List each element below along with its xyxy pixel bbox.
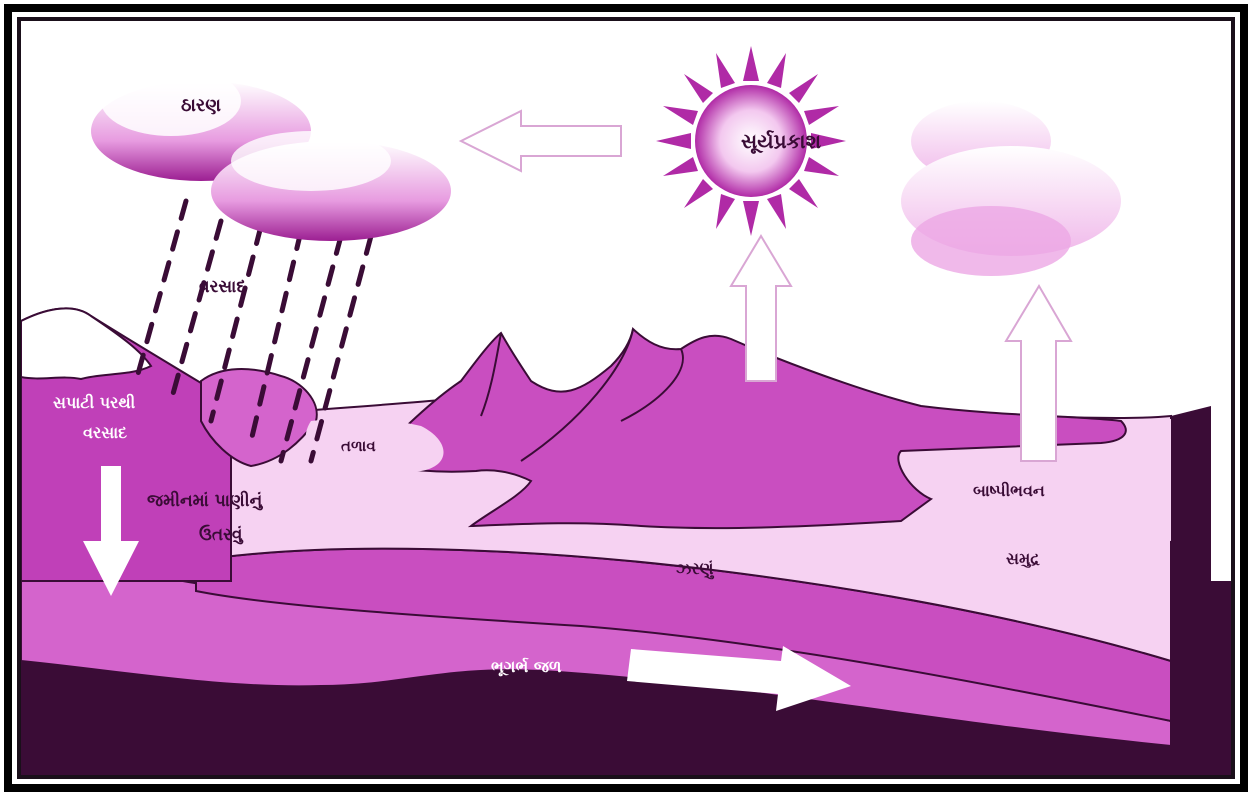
ocean-label: સમુદ્ર	[1006, 549, 1040, 569]
condensation-label: ઠારણ	[181, 95, 221, 116]
infiltration-label-line2: ઉતરવું	[199, 525, 243, 545]
water-cycle-diagram: ઠારણ સૂર્યપ્રકાશ વરસાદ સપાટી પરથી વરસાદ …	[21, 21, 1231, 775]
groundwater-label: ભૂગર્ભ જળ	[491, 657, 561, 677]
surface-runoff-label-line2: વરસાદ	[83, 423, 127, 443]
rain-label: વરસાદ	[199, 277, 246, 297]
spring-label: ઝરણું	[676, 559, 714, 579]
rain-clouds	[91, 66, 451, 241]
vapor-clouds	[901, 101, 1121, 276]
diagram-artwork	[21, 21, 1231, 775]
infiltration-label-line1: જમીનમાં પાણીનું	[147, 491, 262, 511]
surface-runoff-label-line1: સપાટી પરથી	[53, 393, 135, 413]
evaporation-label: બાષ્પીભવન	[973, 481, 1045, 501]
sunlight-label: સૂર્યપ્રકાશ	[741, 129, 821, 153]
arrow-left-icon	[461, 111, 621, 171]
pond-label: તળાવ	[341, 437, 376, 455]
